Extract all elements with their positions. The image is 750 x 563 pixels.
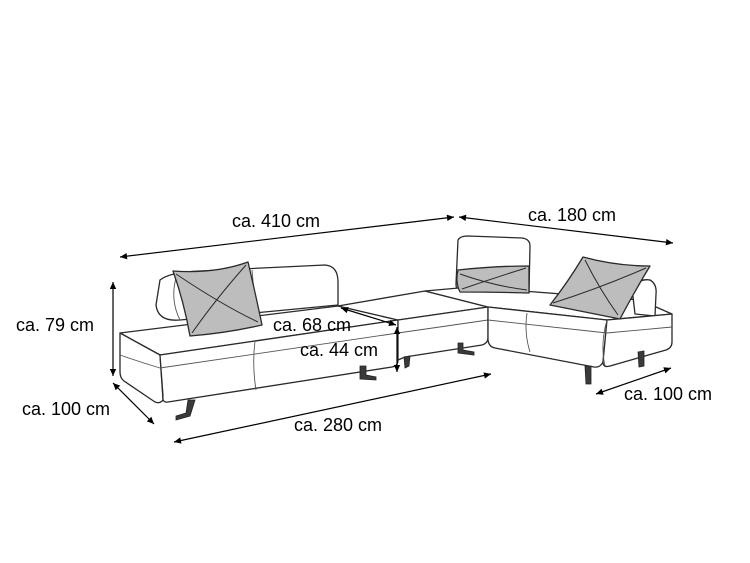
left-seat-side xyxy=(159,319,399,403)
dim-line-100-right xyxy=(595,367,672,395)
dim-line-68 xyxy=(340,307,397,326)
dimension-arrowheads xyxy=(109,214,673,444)
left-seat-seam-1 xyxy=(253,340,257,391)
dimension-lines xyxy=(112,216,674,443)
dim-line-68-arrowhead-start xyxy=(341,307,349,314)
pillow-right xyxy=(549,256,651,320)
dim-line-180 xyxy=(458,216,674,244)
corner-seat-seam-2 xyxy=(487,319,673,334)
left-backrest-end-seam xyxy=(173,277,181,321)
corner-seat-side xyxy=(602,313,673,368)
dim-line-410-arrowhead-start xyxy=(120,252,128,260)
leg-corner-side xyxy=(637,350,645,368)
dim-line-79-arrowhead-start xyxy=(109,282,117,289)
leg-left-back xyxy=(359,365,377,381)
label-length-front: ca. 280 cm xyxy=(294,415,382,435)
dim-line-44-arrowhead-start xyxy=(393,327,401,334)
dim-line-410 xyxy=(119,216,455,258)
dim-line-100-left-arrowhead-end xyxy=(146,416,154,424)
left-seat-front xyxy=(119,332,164,404)
label-seat-depth: ca. 68 cm xyxy=(273,315,351,335)
dim-line-180-arrowhead-end xyxy=(665,238,673,246)
label-depth-right: ca. 100 cm xyxy=(624,384,712,404)
pillow-left xyxy=(172,261,263,337)
leg-corner-right xyxy=(584,365,592,385)
dim-line-410-arrowhead-end xyxy=(446,214,454,222)
dimension-labels: ca. 410 cm ca. 180 cm ca. 79 cm ca. 100 … xyxy=(16,205,712,435)
left-seat-seam-2 xyxy=(119,332,399,369)
dim-line-100-right-arrowhead-start xyxy=(596,388,604,395)
dim-line-79-arrowhead-end xyxy=(109,369,117,376)
sofa-illustration xyxy=(119,235,673,421)
label-width-total: ca. 410 cm xyxy=(232,211,320,231)
dim-line-180-arrowhead-start xyxy=(459,214,467,222)
pillows xyxy=(172,256,651,337)
label-width-corner: ca. 180 cm xyxy=(528,205,616,225)
leg-corner-left xyxy=(457,342,475,356)
dim-line-100-left xyxy=(112,382,155,425)
middle-seat-seam xyxy=(397,319,489,334)
dim-line-280-arrowhead-start xyxy=(174,437,182,444)
corner-seat-seam-1 xyxy=(525,312,531,353)
label-seat-height: ca. 44 cm xyxy=(300,340,378,360)
corner-seat-front xyxy=(487,306,608,368)
dim-line-68-arrowhead-end xyxy=(388,319,396,326)
leg-middle xyxy=(403,355,411,369)
dim-line-280 xyxy=(173,373,492,443)
leg-left-front xyxy=(175,399,196,421)
dim-line-100-left-arrowhead-start xyxy=(113,383,121,391)
corner-seat-seam-3 xyxy=(602,319,608,367)
label-height-back: ca. 79 cm xyxy=(16,315,94,335)
dim-line-44-arrowhead-end xyxy=(393,365,401,372)
label-depth-left: ca. 100 cm xyxy=(22,399,110,419)
dim-line-100-right-arrowhead-end xyxy=(663,367,671,374)
pillow-corner-back xyxy=(456,265,530,294)
dim-line-280-arrowhead-end xyxy=(483,372,491,379)
